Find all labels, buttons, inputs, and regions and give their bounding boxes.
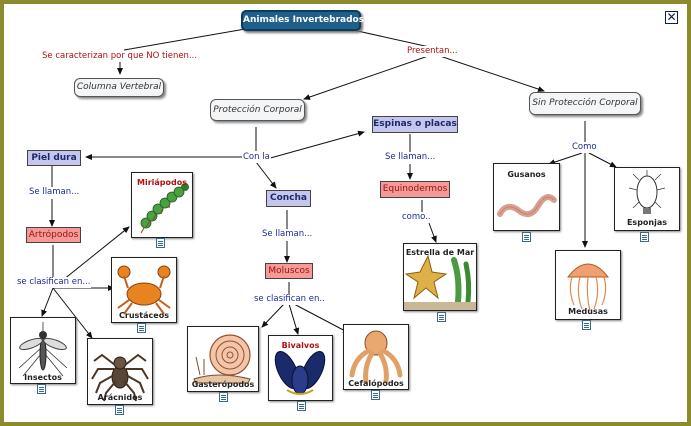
image-estrella-de-mar[interactable]: Estrella de Mar: [403, 243, 477, 311]
worm-illustration: [497, 194, 557, 218]
close-button[interactable]: ✕: [665, 11, 678, 24]
link-label-clasifican-2: se clasifican en..: [253, 294, 326, 305]
connector-lines: [41, 27, 617, 339]
document-icon[interactable]: [137, 323, 146, 333]
node-columna-vertebral[interactable]: Columna Vertebral: [74, 78, 164, 97]
document-icon[interactable]: [582, 320, 591, 330]
image-miriapodos[interactable]: Miriápodos: [131, 172, 193, 238]
node-moluscos[interactable]: Moluscos: [265, 263, 313, 279]
mosquito-illustration: [18, 322, 68, 377]
image-medusas[interactable]: Medusas: [555, 250, 621, 320]
link-label-con-la: Con la: [242, 152, 271, 163]
snail-illustration: [193, 334, 251, 384]
caption-gasteropodos: Gasterópodos: [191, 380, 255, 389]
jellyfish-illustration: [566, 263, 610, 312]
document-icon[interactable]: [437, 312, 446, 322]
caption-miriapodos: Miriápodos: [137, 178, 187, 187]
caption-insectos: Insectos: [24, 373, 62, 382]
millipede-illustration: [140, 183, 189, 234]
document-icon[interactable]: [115, 405, 124, 415]
node-concha[interactable]: Concha: [266, 190, 311, 207]
caption-gusanos: Gusanos: [507, 170, 546, 179]
document-icon[interactable]: [37, 384, 46, 394]
crab-illustration: [117, 265, 171, 315]
document-icon[interactable]: [156, 238, 165, 248]
link-label-presentan: Presentan...: [406, 46, 459, 57]
caption-esponjas: Esponjas: [626, 218, 668, 227]
link-label-se-llaman-2: Se llaman...: [261, 229, 314, 240]
document-icon[interactable]: [219, 392, 228, 402]
image-esponjas[interactable]: Esponjas: [614, 167, 680, 231]
node-equinodermos[interactable]: Equinodermos: [380, 181, 450, 198]
link-label-se-llaman-1: Se llaman...: [28, 187, 81, 198]
document-icon[interactable]: [297, 401, 306, 411]
octopus-illustration: [349, 330, 403, 384]
starfish-illustration: [404, 254, 476, 310]
node-artropodos[interactable]: Artrópodos: [26, 227, 81, 243]
link-label-se-llaman-3: Se llaman...: [384, 152, 437, 163]
link-label-como-1: como..: [401, 212, 432, 223]
close-icon: ✕: [666, 10, 677, 24]
caption-bivalvos: Bivalvos: [281, 341, 320, 350]
caption-estrella-de-mar: Estrella de Mar: [405, 248, 475, 257]
node-piel-dura[interactable]: Piel dura: [27, 150, 81, 166]
caption-crustaceos: Crustáceos: [119, 311, 169, 320]
image-crustaceos[interactable]: Crustáceos: [111, 257, 177, 323]
caption-aracnidos: Arácnidos: [97, 393, 143, 402]
image-gasteropodos[interactable]: Gasterópodos: [187, 326, 259, 392]
concept-map-canvas: ✕ Animales Invertebrados Se caracterizan…: [4, 4, 687, 422]
caption-medusas: Medusas: [568, 307, 608, 316]
document-icon[interactable]: [371, 390, 380, 400]
image-bivalvos[interactable]: Bivalvos: [268, 335, 333, 401]
image-cefalopodos[interactable]: Cefalópodos: [343, 324, 409, 390]
node-sin-proteccion-corporal[interactable]: Sin Protección Corporal: [529, 92, 641, 115]
image-insectos[interactable]: Insectos: [10, 317, 76, 384]
caption-cefalopodos: Cefalópodos: [348, 379, 404, 388]
document-icon[interactable]: [522, 232, 531, 242]
sponge-illustration: [628, 170, 666, 214]
image-gusanos[interactable]: Gusanos: [493, 163, 560, 231]
link-label-clasifican-1: se clasifican en...: [16, 277, 92, 288]
link-label-como-2: Como: [571, 142, 598, 153]
document-icon[interactable]: [640, 232, 649, 242]
image-aracnidos[interactable]: Arácnidos: [87, 338, 153, 405]
node-proteccion-corporal[interactable]: Protección Corporal: [210, 99, 305, 121]
link-label-caracterizan: Se caracterizan por que NO tienen...: [41, 51, 199, 62]
spider-illustration: [91, 353, 149, 402]
mussels-illustration: [274, 350, 326, 395]
root-node[interactable]: Animales Invertebrados: [241, 10, 364, 31]
node-espinas-placas[interactable]: Espinas o placas: [372, 116, 458, 133]
